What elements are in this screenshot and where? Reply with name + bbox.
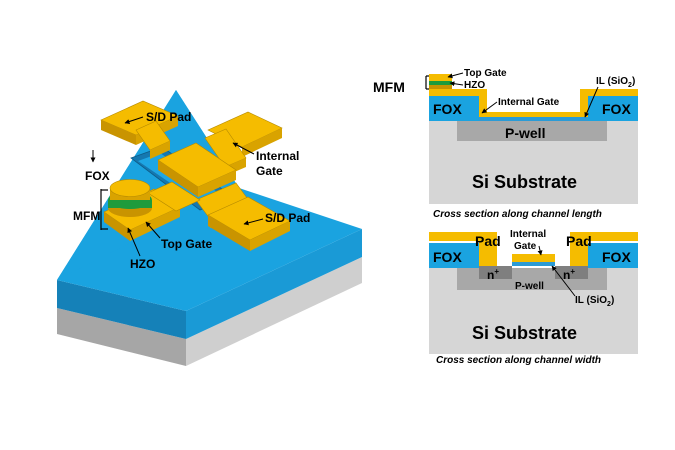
substrate-left-face [57,308,186,366]
label-mfm-length: MFM [373,79,405,95]
il-layer-length [479,116,588,121]
label-internal-gate-width-1: Internal [510,229,546,240]
label-internal-gate-length: Internal Gate [498,97,560,108]
label-top-gate-3d: Top Gate [161,237,212,251]
pwell-rect-length [457,121,607,141]
pad-right-gold-width [570,232,638,266]
device-3d-view: S/D Pad FOX Internal Gate MFM Top Gate H… [57,90,362,366]
label-il-width: IL (SiO2) [575,295,614,308]
caption-width: Cross section along channel width [436,355,601,366]
label-pwell-length: P-well [505,125,545,141]
mfm-top-gate-length [429,74,452,81]
label-sd-pad-bottom: S/D Pad [265,211,310,225]
label-fox-right-width: FOX [602,249,631,265]
fox-left-width [429,243,479,268]
mfm-stack-cylinder [108,179,152,217]
pad-left-gold-width [429,232,497,266]
cross-section-length: MFM Top Gate HZO IL (SiO2) FOX FOX Inter… [373,68,638,220]
label-internal-gate-line1: Internal [256,149,299,163]
label-substrate-length: Si Substrate [472,172,577,192]
label-pwell-width: P-well [515,281,544,292]
sd-pad-bottom-block [195,182,291,251]
label-internal-gate-line2: Gate [256,164,283,178]
mfm-hzo-length [429,81,452,85]
label-fox-left-length: FOX [433,101,462,117]
fox-left-face [57,280,186,339]
mfm-bottom-electrode-length [429,85,452,89]
label-pad-right-width: Pad [566,233,592,249]
label-nplus-right-width: n+ [563,267,575,282]
cross-section-width: FOX FOX Pad Pad Internal Gate n+ n+ P-we… [429,229,638,366]
label-fox-left-width: FOX [433,249,462,265]
label-sd-pad-top: S/D Pad [146,110,191,124]
label-mfm-3d: MFM [73,209,100,223]
internal-gate-gold-length [429,89,638,117]
fox-left-length [429,95,479,121]
nplus-left-width [479,266,512,279]
label-hzo-3d: HZO [130,257,155,271]
label-internal-gate-width-2: Gate [514,241,537,252]
label-fox-right-length: FOX [602,101,631,117]
il-layer-width [512,262,555,266]
fox-right-length [588,95,638,121]
fox-right-width [588,243,638,268]
label-top-gate-length: Top Gate [464,68,507,79]
nplus-right-width [555,266,588,279]
label-nplus-left-width: n+ [487,267,499,282]
fox-right-face [186,229,362,339]
internal-gate-strip [157,142,237,197]
internal-gate-gold-width [512,254,555,262]
label-il-length: IL (SiO2) [596,76,635,89]
substrate-right-face [186,257,362,366]
label-substrate-width: Si Substrate [472,323,577,343]
caption-length: Cross section along channel length [433,209,602,220]
label-fox-3d: FOX [85,169,110,183]
label-hzo-length: HZO [464,80,485,91]
label-pad-left-width: Pad [475,233,501,249]
